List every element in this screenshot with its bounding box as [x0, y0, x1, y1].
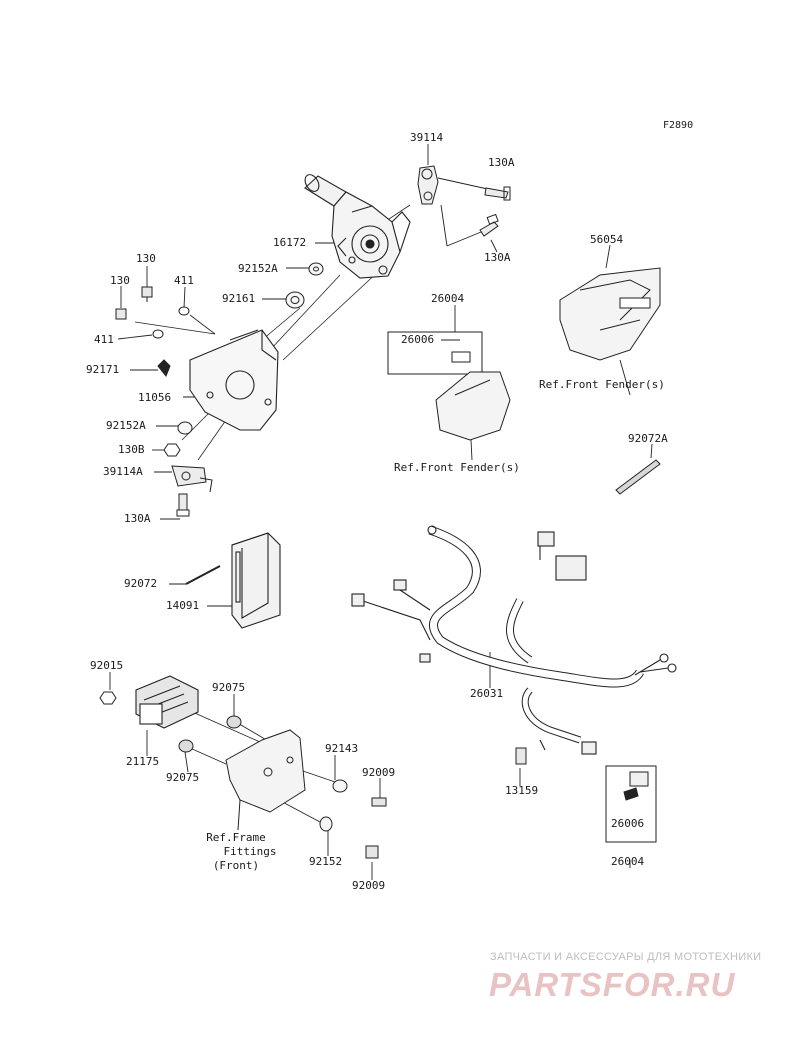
watermark-tagline: ЗАПЧАСТИ И АКСЕССУАРЫ ДЛЯ МОТОТЕХНИКИ — [490, 951, 762, 963]
callout-92075-top[interactable]: 92075 — [212, 681, 246, 694]
front-fender-ref-mid — [435, 351, 511, 441]
callout-130-b[interactable]: 130 — [110, 274, 130, 287]
callout-56054[interactable]: 56054 — [590, 233, 624, 246]
callout-92009-top[interactable]: 92009 — [362, 766, 396, 779]
callout-130B[interactable]: 130B — [118, 443, 145, 456]
washer-92152A-2 — [177, 421, 193, 435]
collar-92152 — [319, 816, 333, 832]
callout-14091[interactable]: 14091 — [166, 599, 200, 612]
callout-92143[interactable]: 92143 — [325, 742, 359, 755]
callout-26006-bottom[interactable]: 26006 — [611, 817, 645, 830]
ref-frame-line1: Ref.Frame — [206, 831, 266, 844]
bracket-11056 — [189, 329, 279, 431]
figure-code: F2890 — [663, 120, 694, 131]
callout-21175[interactable]: 21175 — [126, 755, 160, 768]
callout-11056[interactable]: 11056 — [138, 391, 172, 404]
joint-39114A — [171, 465, 213, 493]
harness-26031 — [351, 525, 677, 755]
washer-411-2 — [152, 329, 164, 339]
callout-92009-bottom[interactable]: 92009 — [352, 879, 386, 892]
callout-130-a[interactable]: 130 — [136, 252, 156, 265]
collar-92143 — [332, 779, 348, 793]
grommet-92075-1 — [226, 715, 242, 729]
ecu-14091 — [231, 532, 281, 629]
callout-130A-top[interactable]: 130A — [488, 156, 515, 169]
joint-39114 — [417, 165, 439, 205]
callout-92171[interactable]: 92171 — [86, 363, 120, 376]
front-fender-ref-right — [559, 267, 661, 361]
callout-92161[interactable]: 92161 — [222, 292, 256, 305]
callout-92072A[interactable]: 92072A — [628, 432, 668, 445]
cable-tie-92072A — [615, 459, 661, 495]
callout-16172[interactable]: 16172 — [273, 236, 307, 249]
callout-130A-bottom[interactable]: 130A — [124, 512, 151, 525]
callout-411-a[interactable]: 411 — [174, 274, 194, 287]
bolt-130A-mid — [479, 213, 499, 237]
ref-frame-line2: Fittings — [223, 845, 277, 858]
callout-92152A-bottom[interactable]: 92152A — [106, 419, 146, 432]
cable-tie-92072 — [185, 565, 221, 585]
nut-130B — [163, 443, 181, 457]
bolt-92009-2 — [365, 845, 379, 859]
callout-411-b[interactable]: 411 — [94, 333, 114, 346]
callout-92072[interactable]: 92072 — [124, 577, 158, 590]
kit-box-top — [387, 331, 483, 375]
assembly-lines — [134, 204, 411, 823]
frame-fitting-ref — [225, 729, 306, 831]
actuator-motor — [304, 174, 411, 279]
callout-26031[interactable]: 26031 — [470, 687, 504, 700]
connector-26006-2 — [623, 771, 649, 801]
callout-26006-top[interactable]: 26006 — [401, 333, 435, 346]
callout-92015[interactable]: 92015 — [90, 659, 124, 672]
bolt-92015 — [99, 691, 117, 705]
callout-26004-bottom[interactable]: 26004 — [611, 855, 645, 868]
bolt-130A-top — [484, 186, 511, 201]
ref-front-fender-mid: Ref.Front Fender(s) — [394, 461, 520, 474]
bolt-92009-1 — [371, 797, 387, 807]
washer-92161 — [285, 291, 305, 309]
callout-92152[interactable]: 92152 — [309, 855, 343, 868]
bolt-130-2 — [115, 308, 127, 320]
washer-411-1 — [178, 306, 190, 316]
bolt-130-1 — [141, 286, 153, 302]
grommet-92075-2 — [178, 739, 194, 753]
callout-26004-top[interactable]: 26004 — [431, 292, 465, 305]
bolt-130A-bottom — [176, 493, 190, 517]
washer-92152A — [308, 262, 324, 276]
clip-92171 — [157, 359, 171, 377]
callout-130A-mid[interactable]: 130A — [484, 251, 511, 264]
ref-frame-line3: (Front) — [212, 859, 260, 872]
sensor-13159 — [515, 747, 527, 765]
callout-13159[interactable]: 13159 — [505, 784, 539, 797]
callout-92152A-top[interactable]: 92152A — [238, 262, 278, 275]
ref-frame-fittings: Ref.Frame Fittings (Front) — [186, 831, 286, 873]
callout-39114A[interactable]: 39114A — [103, 465, 143, 478]
ref-front-fender-right: Ref.Front Fender(s) — [539, 378, 665, 391]
kit-box-bottom — [605, 765, 657, 843]
callout-39114[interactable]: 39114 — [410, 131, 444, 144]
callout-92075-bottom[interactable]: 92075 — [166, 771, 200, 784]
regulator-21175 — [135, 675, 199, 729]
watermark-logo: PARTSFOR.RU — [489, 966, 736, 1003]
